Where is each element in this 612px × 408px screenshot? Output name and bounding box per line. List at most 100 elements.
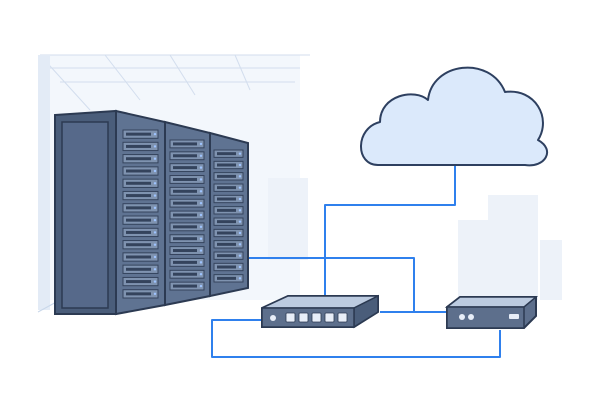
rack-3-drive-slot: [217, 242, 236, 246]
rack-3-drive-led: [238, 152, 242, 155]
rack-3-drive-slot: [217, 186, 236, 190]
network-cables: [211, 165, 501, 358]
rack-2-drive-led: [199, 142, 203, 146]
rack-1-drive-led: [153, 132, 157, 136]
rack-2-drive-led: [199, 249, 203, 252]
rack-1-drive-slot: [126, 255, 151, 259]
router-icon: [444, 296, 539, 329]
rack-2-drive-slot: [173, 154, 197, 158]
rack-1-drive-led: [153, 206, 157, 210]
rack-1-drive-slot: [126, 169, 151, 173]
rack-3-drive-slot: [217, 208, 236, 212]
rack-1-drive-slot: [126, 267, 151, 271]
rack-3-drive-led: [238, 277, 242, 280]
rack-1-drive-slot: [126, 218, 151, 222]
rack-2-drive-slot: [173, 213, 197, 217]
rack-2-drive-slot: [173, 260, 197, 264]
rack-1-drive-led: [153, 255, 157, 259]
switch-port: [324, 312, 335, 323]
server-rack-icon: [54, 109, 249, 316]
rack-3-drive-led: [238, 243, 242, 246]
switch-port: [311, 312, 322, 323]
rack-1-drive-led: [153, 268, 157, 271]
rack-2-drive-led: [199, 178, 203, 181]
rack-1-drive-led: [153, 243, 157, 246]
rack-3-drive-led: [238, 231, 242, 235]
router-led-1: [459, 314, 465, 320]
rack-3-drive-led: [238, 197, 242, 201]
rack-3-drive-led: [238, 186, 242, 189]
rack-3-drive-slot: [217, 254, 236, 258]
switch-port: [285, 312, 296, 323]
rack-3-drive-slot: [217, 276, 236, 280]
rack-2-drive-led: [199, 154, 203, 157]
wall-column: [38, 55, 50, 310]
switch-port: [298, 312, 309, 323]
rack-2-drive-led: [199, 166, 203, 169]
rack-3: [209, 131, 249, 298]
rack-3-drive-slot: [217, 231, 236, 235]
rack-3-drive-led: [238, 265, 242, 269]
rack-1-drive-slot: [126, 280, 151, 284]
switch-power-led: [270, 315, 276, 321]
rack-2-drive-led: [199, 213, 203, 217]
cable-cloud-to-switch: [324, 165, 456, 298]
rack-3-drive-led: [238, 220, 242, 223]
rack-1-drive-slot: [126, 181, 151, 185]
rack-1-drive-led: [153, 194, 157, 197]
rack-1-drive-led: [153, 218, 157, 222]
router-port: [509, 314, 519, 319]
rack-3-drive-slot: [217, 197, 236, 201]
rack-2-drive-led: [199, 237, 203, 240]
rack-2-drive-slot: [173, 177, 197, 181]
rack-1-drive-led: [153, 231, 157, 234]
rack-3-drive-led: [238, 209, 242, 212]
rack-1-drive-slot: [126, 292, 151, 296]
rack-1-drive-slot: [126, 194, 151, 198]
ceiling-grid: [39, 54, 310, 111]
rack-1-drive-slot: [126, 144, 151, 148]
rack-2-drive-slot: [173, 284, 197, 288]
rack-1-drive-slot: [126, 157, 151, 161]
rack-2-drive-led: [199, 284, 203, 288]
rack-3-drive-slot: [217, 152, 236, 156]
rack-2-drive-led: [199, 225, 203, 229]
rack-3-drive-led: [238, 254, 242, 257]
rack-1-drive-led: [153, 145, 157, 148]
rack-3-drive-slot: [217, 163, 236, 167]
rack-3-drive-slot: [217, 265, 236, 269]
cable-loop-bottom: [211, 319, 501, 358]
rack-3-drive-led: [238, 175, 242, 178]
rack-1-drive-led: [153, 280, 157, 283]
network-switch-icon: [261, 294, 379, 329]
rack-1-drive-slot: [126, 230, 151, 234]
rack-2-drive-slot: [173, 225, 197, 229]
router-led-2: [468, 314, 474, 320]
rack-2-drive-slot: [173, 201, 197, 205]
skyline: [268, 178, 562, 300]
rack-2-drive-slot: [173, 237, 197, 241]
rack-2: [164, 120, 211, 307]
rack-2-drive-led: [199, 273, 203, 276]
rack-1-drive-slot: [126, 132, 151, 136]
rack-1-drive-slot: [126, 206, 151, 210]
rack-3-drive-slot: [217, 220, 236, 224]
rack-1-drive-led: [153, 169, 157, 173]
rack-2-drive-slot: [173, 189, 197, 193]
rack-2-drive-slot: [173, 142, 197, 146]
rack-2-drive-led: [199, 261, 203, 264]
rack-1: [115, 109, 166, 316]
cloud-icon: [360, 66, 549, 167]
rack-2-drive-slot: [173, 166, 197, 170]
switch-port: [337, 312, 348, 323]
rack-2-drive-slot: [173, 249, 197, 253]
rack-2-drive-slot: [173, 272, 197, 276]
rack-1-drive-led: [153, 292, 157, 296]
rack-3-drive-slot: [217, 174, 236, 178]
rack-2-drive-led: [199, 201, 203, 205]
rack-2-drive-led: [199, 190, 203, 193]
rack-1-drive-led: [153, 182, 157, 185]
rack-1-drive-slot: [126, 243, 151, 247]
